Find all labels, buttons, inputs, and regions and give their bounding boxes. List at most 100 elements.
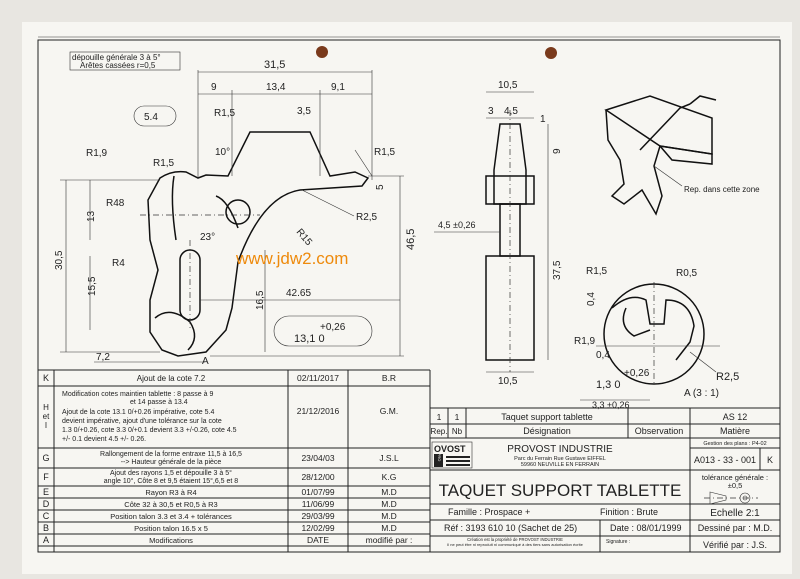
dim-r15-left: R1,5 bbox=[153, 158, 175, 169]
title-block-frame bbox=[429, 407, 781, 553]
leader-r25 bbox=[301, 189, 355, 217]
rev-c-text: Position talon 3.3 et 3.4 + tolérances bbox=[110, 512, 232, 521]
company-address-1: Parc du Ferrain Rue Gustave EIFFEL bbox=[514, 456, 606, 462]
rev-b-date: 12/02/99 bbox=[301, 523, 334, 533]
dim-4265: 42.65 bbox=[286, 288, 311, 299]
iso-tab bbox=[689, 95, 717, 105]
rev-d-code: D bbox=[43, 499, 50, 509]
qty-1: 1 bbox=[437, 412, 442, 422]
rev-g-line-1: Rallongement de la forme entraxe 11,5 à … bbox=[100, 451, 242, 458]
rev-k-code: K bbox=[43, 373, 49, 383]
legal-line-1: Création est la propriété de PROVOST IND… bbox=[467, 537, 563, 542]
dim-465: 46,5 bbox=[405, 229, 417, 250]
qty-2: 1 bbox=[455, 412, 460, 422]
rev-e-by: M.D bbox=[381, 487, 397, 497]
rev-f-line-1: Ajout des rayons 1,5 et dépouille 3 à 5° bbox=[110, 469, 232, 477]
rev-hi-by: G.M. bbox=[380, 406, 398, 416]
finition: Finition : Brute bbox=[600, 507, 658, 517]
observation-header: Observation bbox=[635, 426, 684, 436]
detail-profile bbox=[611, 296, 695, 361]
front-hole bbox=[225, 199, 251, 225]
rev-g-date: 23/04/03 bbox=[301, 453, 334, 463]
side-dim-9-label: 9 bbox=[552, 148, 563, 154]
rev-hi-line-1: Modification cotes maintien tablette : 8… bbox=[62, 391, 213, 398]
dim-r15-diag: R15 bbox=[294, 227, 315, 248]
rev-k-date: 02/11/2017 bbox=[297, 373, 339, 383]
label-a: A bbox=[202, 356, 209, 367]
rev-f-date: 28/12/00 bbox=[301, 472, 334, 482]
dim-angle-23: 23° bbox=[200, 232, 215, 243]
iso-rib bbox=[639, 103, 691, 151]
detail-leader-r25 bbox=[689, 351, 717, 373]
technical-drawing: dépouille générale 3 à 5° Arêtes cassées… bbox=[37, 36, 781, 553]
designation-header: Désignation bbox=[523, 426, 571, 436]
plan-management: Gestion des plans : P4-02 bbox=[703, 441, 766, 447]
rev-c-by: M.D bbox=[381, 511, 397, 521]
frame-131 bbox=[273, 315, 373, 347]
side-dim-45-top: 4,5 bbox=[504, 106, 518, 117]
company-address-2: 59960 NEUVILLE EN FERRAIN bbox=[521, 462, 599, 468]
dim-91: 9,1 bbox=[331, 82, 345, 93]
rev-b-by: M.D bbox=[381, 523, 397, 533]
detail-dim-r19: R1,9 bbox=[574, 336, 596, 347]
signature-label: Signature : bbox=[606, 539, 630, 545]
material-value: AS 12 bbox=[723, 412, 748, 422]
dim-r4: R4 bbox=[112, 258, 125, 269]
provost-logo: OVOST PRO bbox=[431, 441, 473, 469]
rev-e-code: E bbox=[43, 487, 49, 497]
frame-54 bbox=[133, 105, 177, 127]
rev-hi-line-5: 1.3 0/+0.26, cote 3.3 0/+0.1 devient 3.3… bbox=[62, 427, 237, 434]
famille: Famille : Prospace + bbox=[448, 507, 530, 517]
rev-d-by: M.D bbox=[381, 499, 397, 509]
side-dim-105-top: 10,5 bbox=[498, 80, 518, 91]
rev-c-code: C bbox=[43, 511, 50, 521]
detail-dim-13: 1,3 0 bbox=[596, 379, 620, 391]
rep-header: Rep. bbox=[431, 427, 448, 436]
rev-f-code: F bbox=[43, 472, 49, 482]
dim-131: 13,1 0 bbox=[294, 333, 325, 345]
detail-dim-r25: R2,5 bbox=[716, 371, 739, 383]
company-name: PROVOST INDUSTRIE bbox=[507, 444, 613, 455]
rev-g-by: J.S.L bbox=[379, 453, 399, 463]
pin-hole-right bbox=[545, 47, 557, 59]
dim-angle-10: 10° bbox=[215, 147, 230, 158]
dim-r25: R2,5 bbox=[356, 212, 378, 223]
rev-f-line-2: angle 10°, Côte 8 et 9,5 étaient 15°,6,5… bbox=[104, 477, 239, 485]
front-view-outline bbox=[147, 131, 370, 357]
note-line-1: dépouille générale 3 à 5° bbox=[72, 53, 161, 62]
rev-k-by: B.R bbox=[382, 373, 396, 383]
detail-view: R1,5 R0,5 0,4 R1,9 0,4 +0,26 1,3 0 3,3 ±… bbox=[574, 266, 739, 410]
rev-f-by: K.G bbox=[382, 472, 397, 482]
rev-g-code: G bbox=[42, 453, 49, 463]
flank-line bbox=[171, 175, 177, 241]
rev-d-date: 11/06/99 bbox=[302, 499, 335, 509]
dim-131-tol: +0,26 bbox=[320, 322, 346, 333]
tolerance-value: ±0,5 bbox=[728, 481, 743, 490]
leader-r15-right bbox=[354, 149, 373, 177]
detail-dim-r15: R1,5 bbox=[586, 266, 608, 277]
note-line-2: Arêtes cassées r=0,5 bbox=[80, 61, 156, 70]
detail-dim-04-vert: 0,4 bbox=[586, 292, 597, 306]
dim-13: 13 bbox=[86, 210, 97, 222]
iso-note: Rep. dans cette zone bbox=[684, 185, 760, 194]
rev-hi-code-1: H bbox=[43, 403, 49, 412]
drawing-sheet: dépouille générale 3 à 5° Arêtes cassées… bbox=[22, 22, 792, 574]
dim-165: 16,5 bbox=[255, 290, 266, 310]
iso-top-face bbox=[604, 95, 713, 155]
dim-35: 3,5 bbox=[297, 106, 311, 117]
dim-r19: R1,9 bbox=[86, 148, 108, 159]
dim-72: 7,2 bbox=[96, 352, 110, 363]
iso-leader bbox=[653, 165, 683, 187]
rev-a-code: A bbox=[43, 535, 49, 545]
logo-side-text: PRO bbox=[437, 453, 442, 462]
side-dim-1: 1 bbox=[540, 114, 546, 125]
detail-dim-r05: R0,5 bbox=[676, 268, 698, 279]
title-block: 1 1 Taquet support tablette AS 12 Rep. N… bbox=[429, 407, 781, 553]
side-dim-45-tol: 4,5 ±0,26 bbox=[438, 220, 475, 230]
echelle: Echelle 2:1 bbox=[710, 508, 760, 519]
dessine-par: Dessiné par : M.D. bbox=[698, 523, 773, 533]
rev-hi-line-3: Ajout de la cote 13.1 0/+0.26 impérative… bbox=[62, 409, 214, 416]
dim-r15-right: R1,5 bbox=[374, 147, 396, 158]
dim-305: 30,5 bbox=[54, 250, 65, 270]
detail-dim-13-tol: +0,26 bbox=[624, 368, 650, 379]
